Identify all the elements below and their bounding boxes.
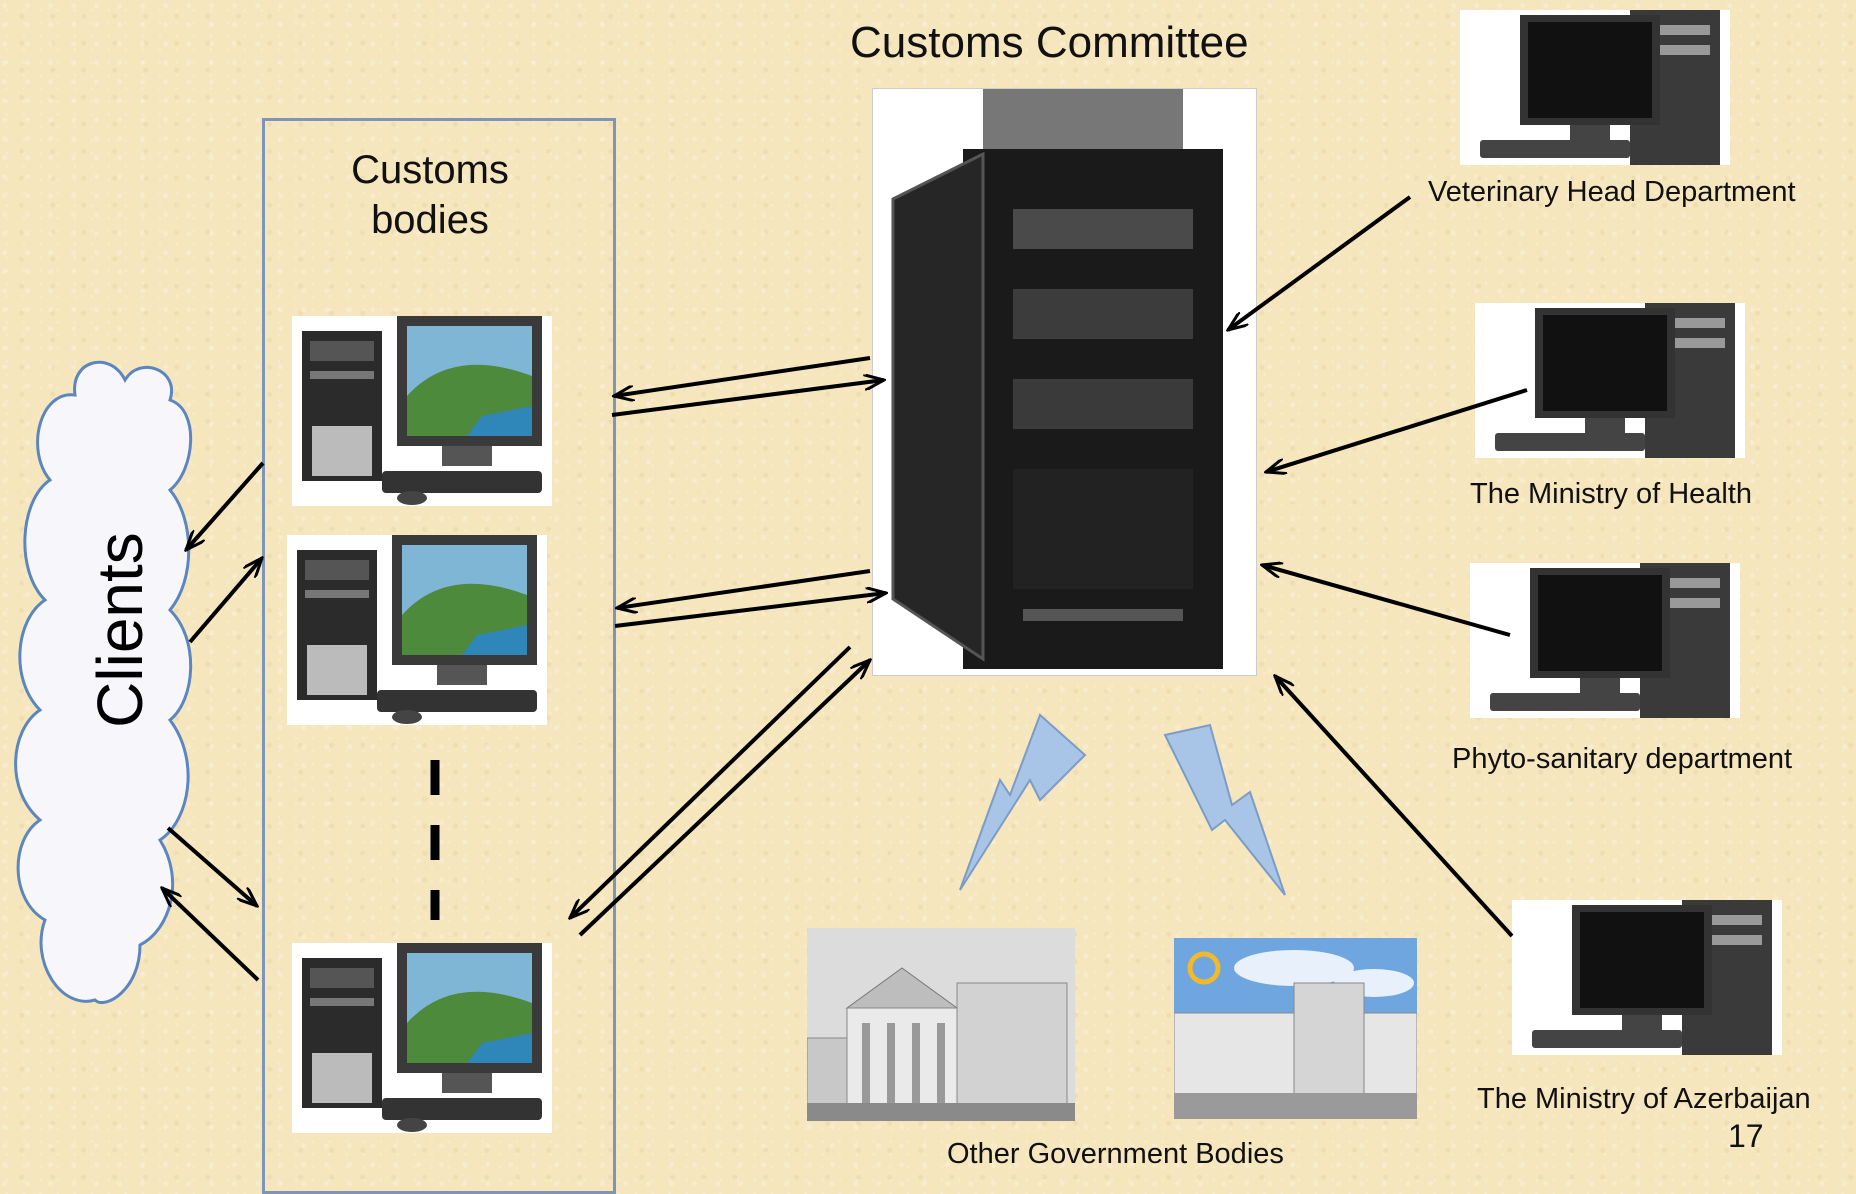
arrow-pc3-to-server (578, 660, 870, 937)
arrow-customs-to-clients-1 (186, 461, 265, 550)
arrow-server-to-pc2 (617, 569, 871, 608)
arrow-customs-to-clients-2 (162, 888, 260, 982)
desktop-computer-icon (302, 943, 542, 1132)
arrow-pc2-to-server (614, 593, 886, 628)
customs-pc-2 (287, 535, 547, 725)
arrow-clients-to-customs-2 (166, 826, 257, 906)
government-building-photo-1 (806, 928, 1075, 1121)
arrow-phyto-to-server (1262, 565, 1511, 637)
agency-pc-phyto (1470, 563, 1740, 718)
desktop-computer-icon (1532, 900, 1772, 1055)
customs-committee-server (872, 88, 1257, 676)
agency-pc-azerbaijan (1512, 900, 1782, 1055)
customs-pc-1 (292, 316, 552, 506)
desktop-computer-icon (1480, 10, 1720, 165)
agency-label-phyto: Phyto-sanitary department (1452, 743, 1793, 775)
agency-label-health: The Ministry of Health (1470, 478, 1753, 510)
desktop-computer-icon (297, 535, 537, 724)
agency-label-azerbaijan: The Ministry of Azerbaijan (1477, 1083, 1811, 1115)
magnifier-icon (1187, 951, 1221, 985)
other-government-bodies-label: Other Government Bodies (947, 1138, 1284, 1170)
agency-pc-health (1475, 303, 1745, 458)
arrow-clients-to-customs-1 (188, 558, 262, 644)
lightning-bolt-icon (1163, 723, 1286, 896)
government-building-photo-2 (1173, 938, 1418, 1119)
customs-bodies-label: Customs bodies (351, 148, 509, 242)
desktop-computer-icon (1490, 563, 1730, 718)
arrow-server-to-pc1 (614, 356, 871, 396)
desktop-computer-icon (302, 316, 542, 505)
arrow-health-to-server (1266, 388, 1528, 472)
government-building-icon (1173, 938, 1418, 1119)
arrow-azerbaijan-to-server (1275, 676, 1514, 938)
customs-pc-3 (292, 943, 552, 1133)
government-building-icon (806, 928, 1075, 1121)
server-tower-icon (891, 89, 1223, 669)
lightning-bolt-icon (959, 713, 1087, 891)
agency-label-veterinary: Veterinary Head Department (1428, 176, 1796, 208)
agency-pc-veterinary (1460, 10, 1730, 165)
arrow-pc1-to-server (611, 380, 884, 417)
arrow-server-to-pc3 (570, 645, 852, 918)
customs-committee-title: Customs Committee (850, 18, 1249, 67)
arrow-veterinary-to-server (1228, 195, 1412, 330)
desktop-computer-icon (1495, 303, 1735, 458)
page-number: 17 (1728, 1118, 1764, 1154)
